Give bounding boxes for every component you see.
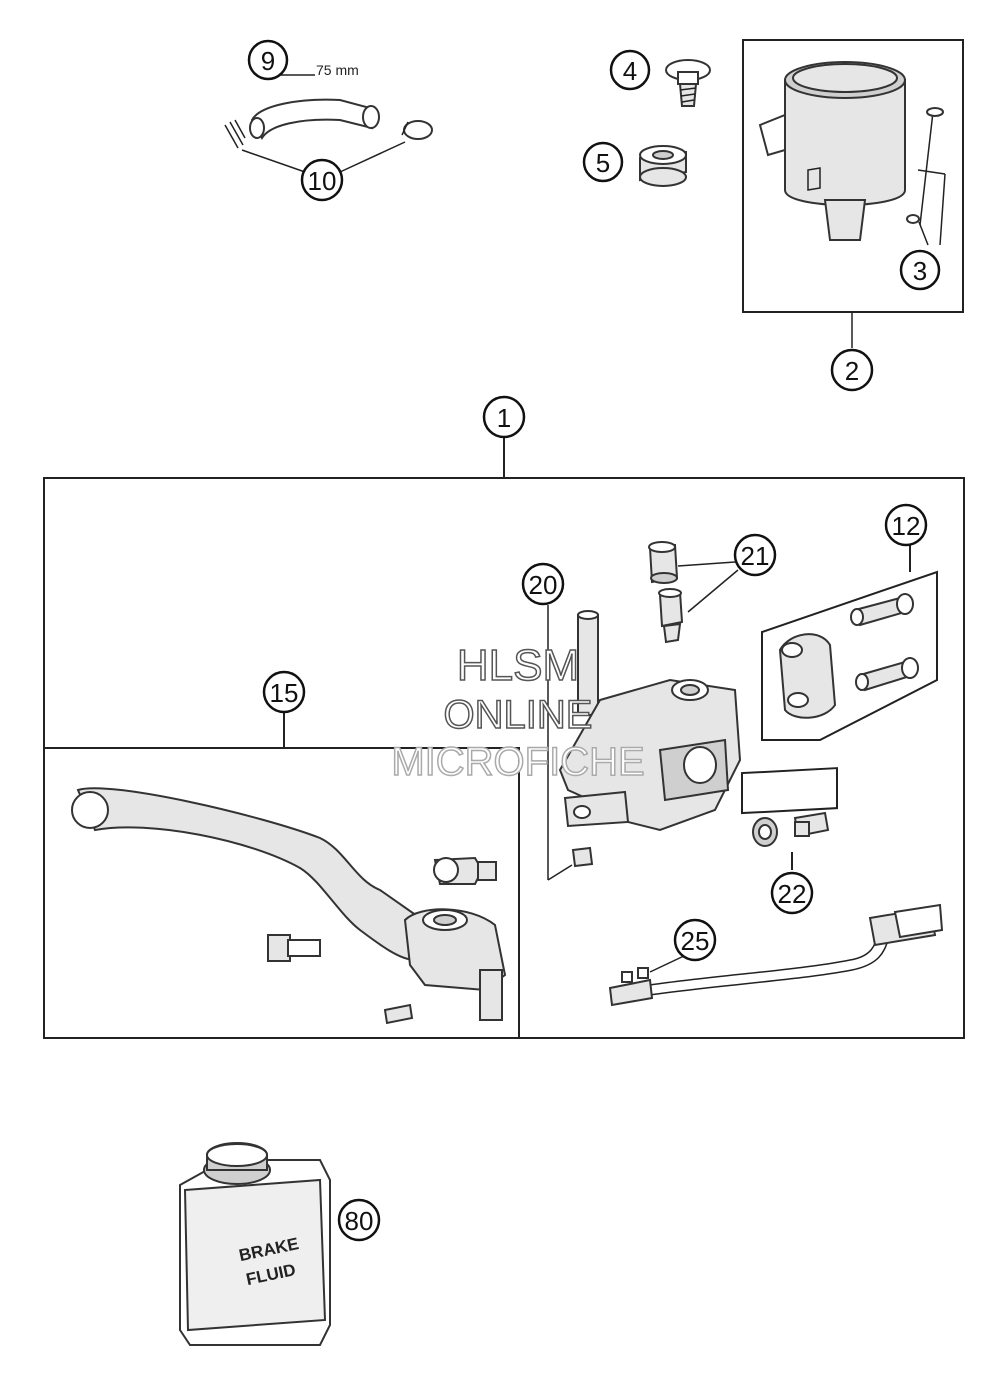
callout-4: 4 xyxy=(609,49,651,91)
clamp-kit-frame xyxy=(761,570,938,741)
callout-20: 20 xyxy=(521,562,565,606)
svg-text:15: 15 xyxy=(270,678,299,708)
svg-text:2: 2 xyxy=(845,356,859,386)
hose-length-label: 75 mm xyxy=(316,62,359,78)
svg-text:12: 12 xyxy=(892,511,921,541)
svg-text:25: 25 xyxy=(681,926,710,956)
hand-lever-part xyxy=(71,787,507,1025)
watermark-line2: ONLINE xyxy=(444,693,593,737)
callout-21: 21 xyxy=(733,533,777,577)
watermark-line3: MICROFICHE xyxy=(391,740,644,784)
hose-assembly xyxy=(224,74,433,173)
cable-part xyxy=(608,903,944,1007)
svg-text:4: 4 xyxy=(623,56,637,86)
callout-15: 15 xyxy=(262,670,306,714)
brake-switch-part xyxy=(752,811,830,847)
callout-10: 10 xyxy=(300,158,344,202)
reservoir-part xyxy=(758,61,946,348)
master-cylinder-assembly-frame xyxy=(43,477,965,1039)
reservoir-kit-frame xyxy=(742,39,964,313)
svg-text:5: 5 xyxy=(596,148,610,178)
callout-22: 22 xyxy=(770,871,814,915)
callout-25: 25 xyxy=(673,918,717,962)
svg-text:80: 80 xyxy=(345,1206,374,1236)
screw-part xyxy=(665,59,711,107)
lever-subframe xyxy=(44,747,520,1038)
callout-2: 2 xyxy=(830,348,874,392)
callout-1: 1 xyxy=(482,395,526,439)
svg-text:9: 9 xyxy=(261,46,275,76)
svg-text:20: 20 xyxy=(529,570,558,600)
callout-12: 12 xyxy=(884,503,928,547)
callout-3: 3 xyxy=(899,249,941,291)
callout-9: 9 xyxy=(247,39,289,81)
watermark-line1: HLSM xyxy=(457,641,579,690)
svg-text:21: 21 xyxy=(741,541,770,571)
svg-text:1: 1 xyxy=(497,403,511,433)
brake-fluid-bottle xyxy=(179,1142,331,1346)
svg-text:3: 3 xyxy=(913,256,927,286)
callout-5: 5 xyxy=(582,141,624,183)
switch-kit-frame xyxy=(741,767,838,815)
grommet-part xyxy=(639,145,687,187)
master-cylinder-body-part xyxy=(547,605,742,881)
svg-text:10: 10 xyxy=(308,166,337,196)
callout-80: 80 xyxy=(337,1198,381,1242)
bleeder-screw-part xyxy=(648,541,739,644)
clamp-part xyxy=(778,593,919,719)
svg-text:22: 22 xyxy=(778,879,807,909)
